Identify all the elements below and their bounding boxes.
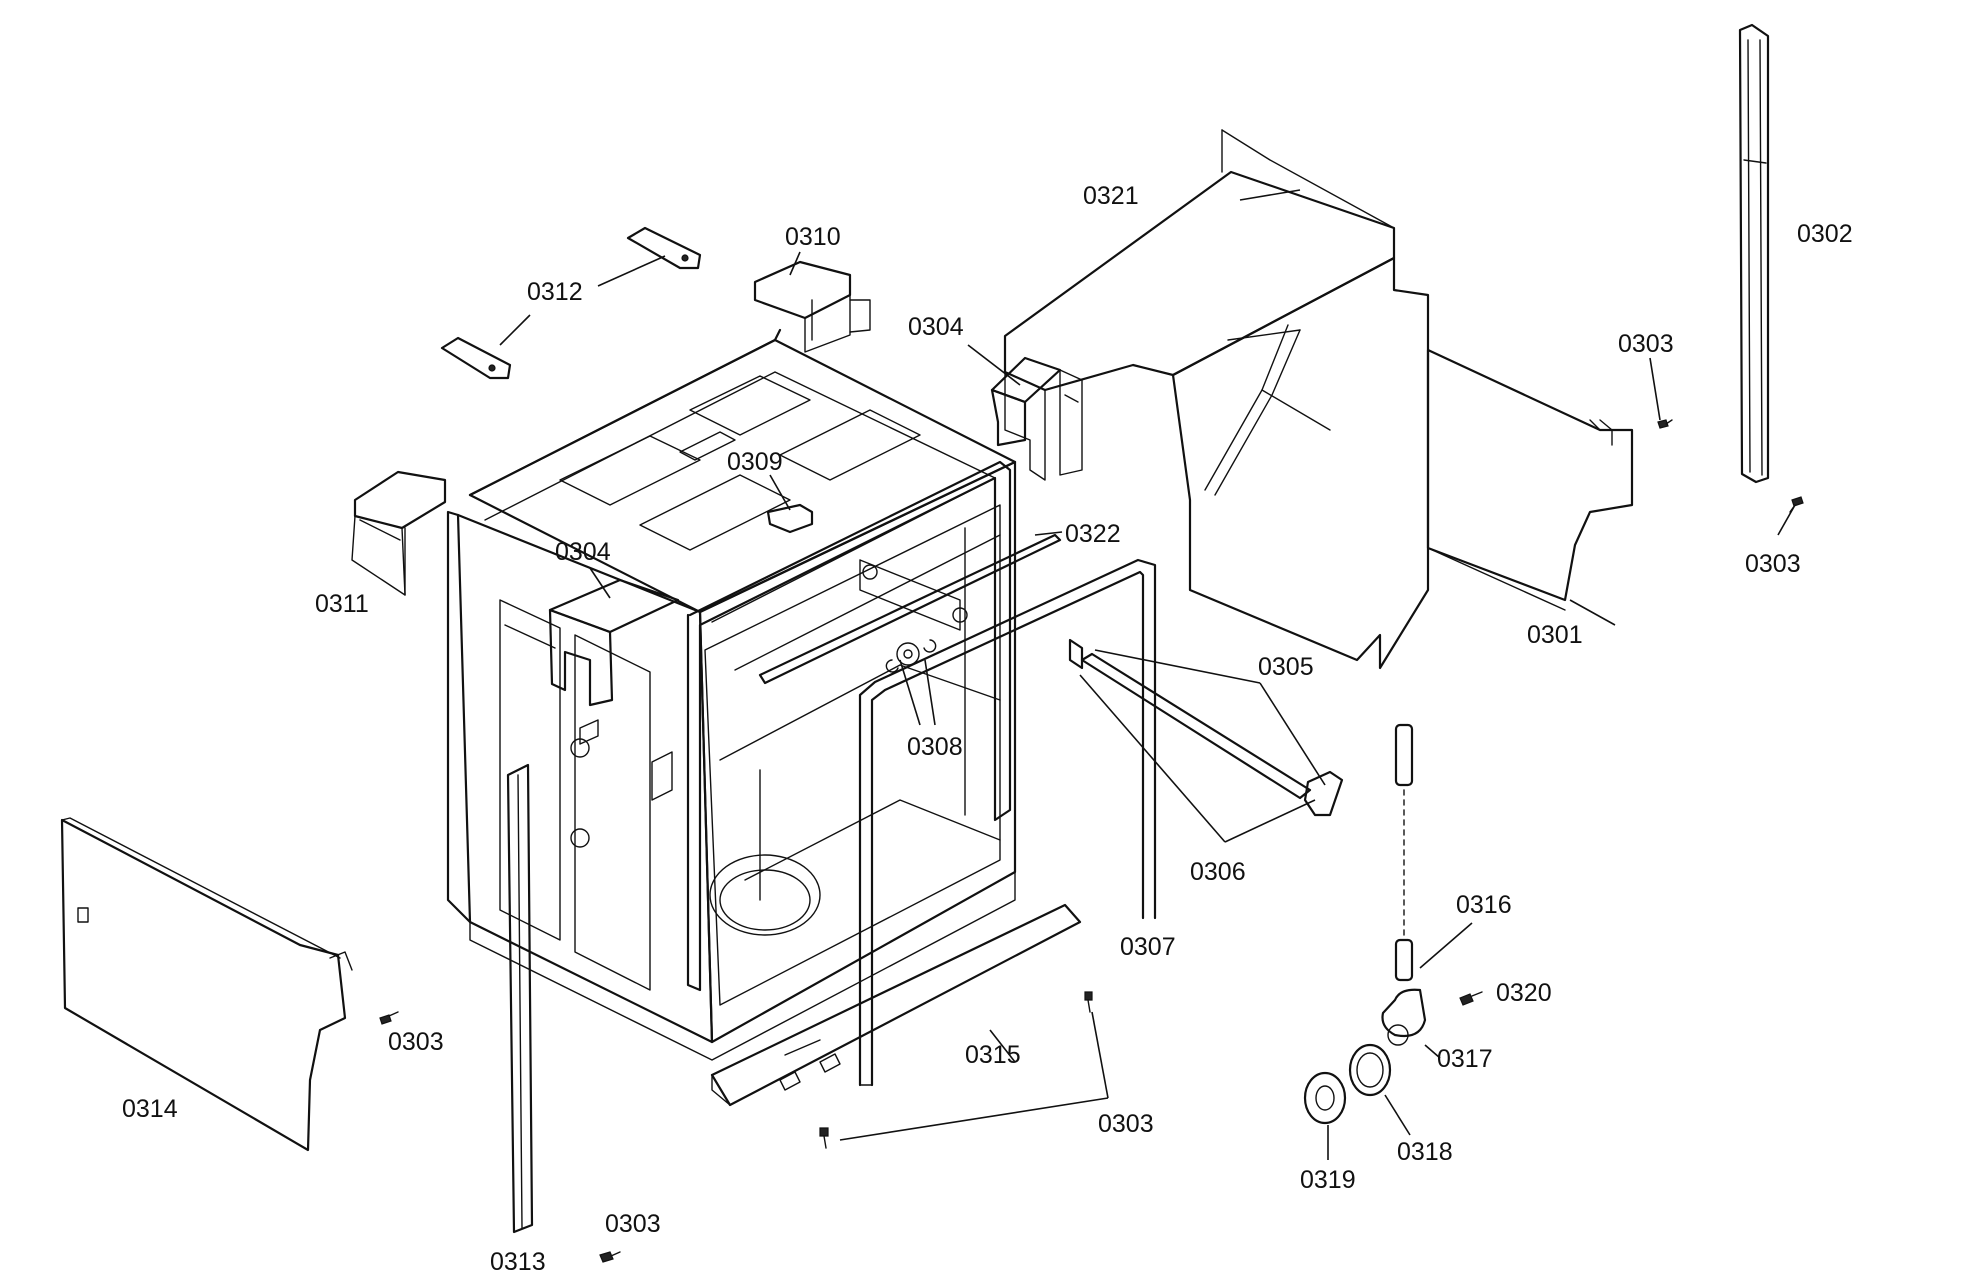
part-0301-side-panel xyxy=(1426,348,1634,611)
screw-0303-d xyxy=(1084,991,1093,1013)
screw-0320 xyxy=(1459,991,1483,1006)
part-0315-base-rail xyxy=(710,903,1082,1107)
part-0305-rail xyxy=(1068,638,1344,817)
label-0312: 0312 xyxy=(527,278,583,306)
part-0314-panel xyxy=(60,817,353,1152)
callout-labels: 0321 0302 0303 0303 0301 0310 0312 0304 … xyxy=(122,182,1853,1276)
label-0321: 0321 xyxy=(1083,182,1139,210)
label-0317: 0317 xyxy=(1437,1045,1493,1073)
screw-0303-e xyxy=(819,1127,829,1149)
label-0322: 0322 xyxy=(1065,520,1121,548)
label-0313: 0313 xyxy=(490,1248,546,1276)
label-0315: 0315 xyxy=(965,1041,1021,1069)
part-0312-clip-upper xyxy=(626,226,702,270)
label-0318: 0318 xyxy=(1397,1138,1453,1166)
part-0319-cap xyxy=(1303,1071,1347,1125)
label-0301: 0301 xyxy=(1527,621,1583,649)
part-0312-clip-lower xyxy=(440,336,512,380)
label-0303: 0303 xyxy=(1745,550,1801,578)
label-0304: 0304 xyxy=(908,313,964,341)
label-0311: 0311 xyxy=(315,590,369,618)
label-0303: 0303 xyxy=(1618,330,1674,358)
label-0303: 0303 xyxy=(605,1210,661,1238)
part-0311-hinge-block xyxy=(351,470,447,596)
label-0319: 0319 xyxy=(1300,1166,1356,1194)
label-0309: 0309 xyxy=(727,448,783,476)
label-0306: 0306 xyxy=(1190,858,1246,886)
label-0304: 0304 xyxy=(555,538,611,566)
label-0308: 0308 xyxy=(907,733,963,761)
part-0316-hose xyxy=(1394,723,1414,982)
label-0320: 0320 xyxy=(1496,979,1552,1007)
label-0310: 0310 xyxy=(785,223,841,251)
part-0304-bracket-right xyxy=(990,356,1083,476)
label-0305: 0305 xyxy=(1258,653,1314,681)
screw-0303-c xyxy=(379,1011,399,1025)
part-0313-strip xyxy=(506,763,534,1234)
screw-0303-a xyxy=(1657,419,1673,429)
screw-0303-f xyxy=(599,1251,621,1263)
part-0318-ring xyxy=(1348,1043,1392,1097)
label-0316: 0316 xyxy=(1456,891,1512,919)
label-0303: 0303 xyxy=(1098,1110,1154,1138)
label-0314: 0314 xyxy=(122,1095,178,1123)
tub-assembly xyxy=(446,328,1062,1061)
label-0303: 0303 xyxy=(388,1028,444,1056)
leader-lines xyxy=(499,189,1796,1160)
part-0310-hinge-block xyxy=(753,260,871,353)
part-0302-trim-strip xyxy=(1738,23,1770,484)
part-0317-valve xyxy=(1381,988,1427,1046)
part-0321-cover xyxy=(1003,129,1430,670)
label-0302: 0302 xyxy=(1797,220,1853,248)
part-0304-bracket-left xyxy=(548,578,680,707)
part-0307-gasket xyxy=(858,558,1157,1087)
label-0307: 0307 xyxy=(1120,933,1176,961)
